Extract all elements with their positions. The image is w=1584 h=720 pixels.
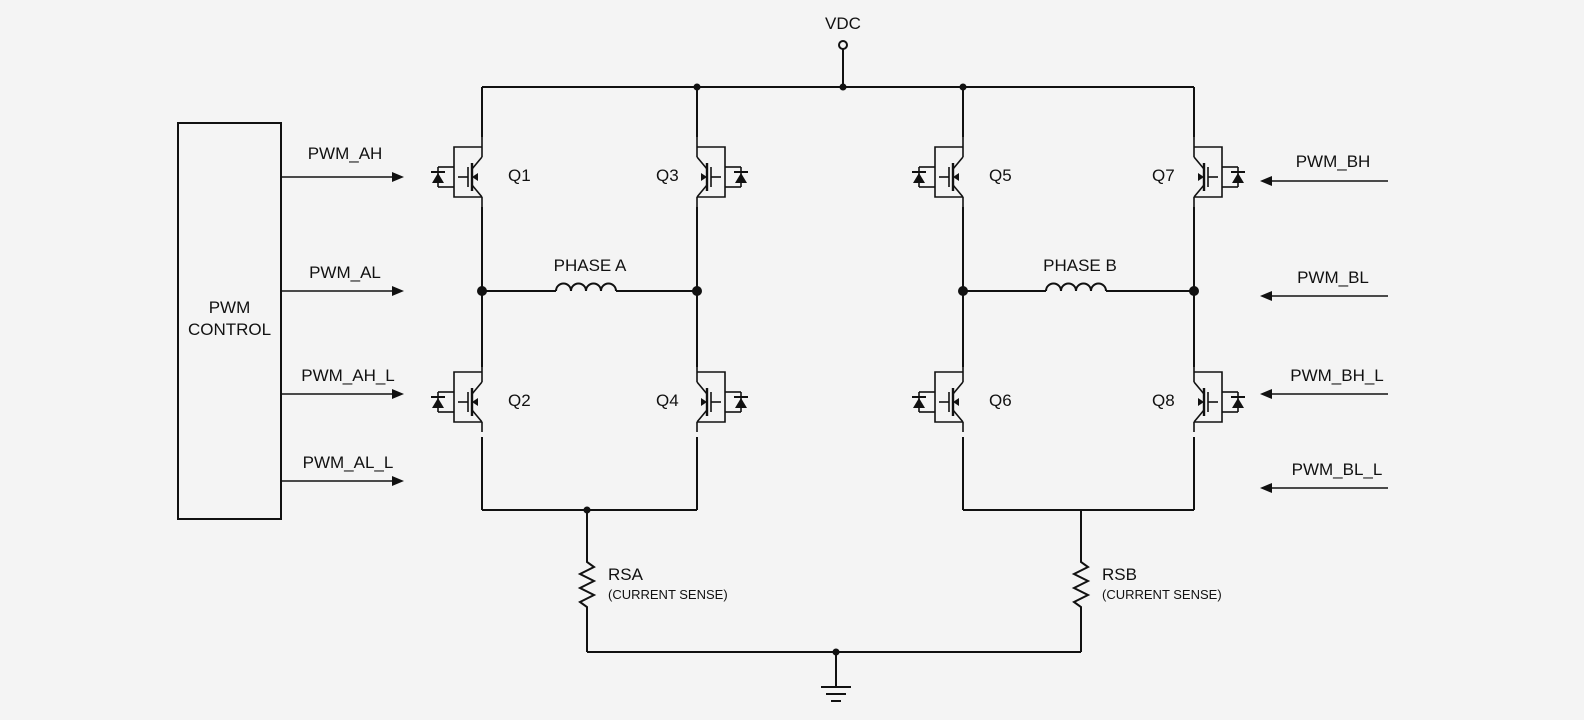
signal-pwm-al: PWM_AL <box>281 263 404 296</box>
phase-a-node <box>477 286 487 296</box>
transistor-q6: Q6 <box>912 362 1012 432</box>
transistor-q2: Q2 <box>431 362 531 432</box>
igbt-icon <box>431 362 483 432</box>
signal-label-pwm-ah-l: PWM_AH_L <box>301 366 395 385</box>
signal-pwm-bh: PWM_BH <box>1260 152 1388 186</box>
phase-a-label: PHASE A <box>554 256 627 275</box>
signal-label-pwm-bh-l: PWM_BH_L <box>1290 366 1384 385</box>
arrow-right-icon <box>392 286 404 296</box>
phase-a-inductor-icon <box>555 282 617 292</box>
vdc-junction <box>839 83 847 91</box>
phase-b-label: PHASE B <box>1043 256 1117 275</box>
transistor-q8: Q8 <box>1152 362 1245 432</box>
signal-label-pwm-al-l: PWM_AL_L <box>303 453 394 472</box>
arrow-left-icon <box>1260 291 1272 301</box>
rsa-resistor-icon <box>577 555 597 652</box>
rsa-label: RSA <box>608 565 644 584</box>
pwm-control-label-line1: PWM <box>209 298 251 317</box>
rsa-note: (CURRENT SENSE) <box>608 587 728 602</box>
vdc-label: VDC <box>825 14 861 33</box>
igbt-icon <box>696 362 748 432</box>
phase-a-node <box>692 286 702 296</box>
pwm-control-block <box>177 122 282 520</box>
signal-pwm-al-l: PWM_AL_L <box>281 453 404 486</box>
igbt-icon <box>696 137 748 207</box>
transistor-q1: Q1 <box>431 137 531 207</box>
arrow-right-icon <box>392 172 404 182</box>
igbt-icon <box>912 362 964 432</box>
transistor-label-q1: Q1 <box>508 166 531 185</box>
signal-label-pwm-bl-l: PWM_BL_L <box>1292 460 1383 479</box>
igbt-icon <box>912 137 964 207</box>
vdc-terminal <box>838 40 848 50</box>
arrow-left-icon <box>1260 389 1272 399</box>
phase-b-inductor-icon <box>1045 282 1107 292</box>
rsb-resistor-icon <box>1071 555 1091 652</box>
arrow-right-icon <box>392 476 404 486</box>
arrow-left-icon <box>1260 176 1272 186</box>
transistor-label-q5: Q5 <box>989 166 1012 185</box>
signal-label-pwm-bh: PWM_BH <box>1296 152 1371 171</box>
transistor-label-q4: Q4 <box>656 391 679 410</box>
transistor-label-q8: Q8 <box>1152 391 1175 410</box>
rsb-label: RSB <box>1102 565 1137 584</box>
signal-pwm-bl: PWM_BL <box>1260 268 1388 301</box>
signal-label-pwm-bl: PWM_BL <box>1297 268 1369 287</box>
transistor-label-q7: Q7 <box>1152 166 1175 185</box>
transistor-q7: Q7 <box>1152 137 1245 207</box>
pwm-control-label-line2: CONTROL <box>188 320 271 339</box>
igbt-icon <box>1193 362 1245 432</box>
igbt-icon <box>431 137 483 207</box>
signal-label-pwm-al: PWM_AL <box>309 263 381 282</box>
signal-pwm-bh-l: PWM_BH_L <box>1260 366 1388 399</box>
transistor-label-q3: Q3 <box>656 166 679 185</box>
transistor-q5: Q5 <box>912 137 1012 207</box>
signal-pwm-bl-l: PWM_BL_L <box>1260 460 1388 493</box>
rsb-note: (CURRENT SENSE) <box>1102 587 1222 602</box>
transistor-q4: Q4 <box>656 362 748 432</box>
arrow-left-icon <box>1260 483 1272 493</box>
igbt-icon <box>1193 137 1245 207</box>
signal-label-pwm-ah: PWM_AH <box>308 144 383 163</box>
signal-pwm-ah: PWM_AH <box>281 144 404 182</box>
phase-b-node <box>958 286 968 296</box>
transistor-label-q2: Q2 <box>508 391 531 410</box>
phase-b-node <box>1189 286 1199 296</box>
transistor-label-q6: Q6 <box>989 391 1012 410</box>
arrow-right-icon <box>392 389 404 399</box>
transistor-q3: Q3 <box>656 137 748 207</box>
ground-icon <box>821 652 851 702</box>
signal-pwm-ah-l: PWM_AH_L <box>281 366 404 399</box>
